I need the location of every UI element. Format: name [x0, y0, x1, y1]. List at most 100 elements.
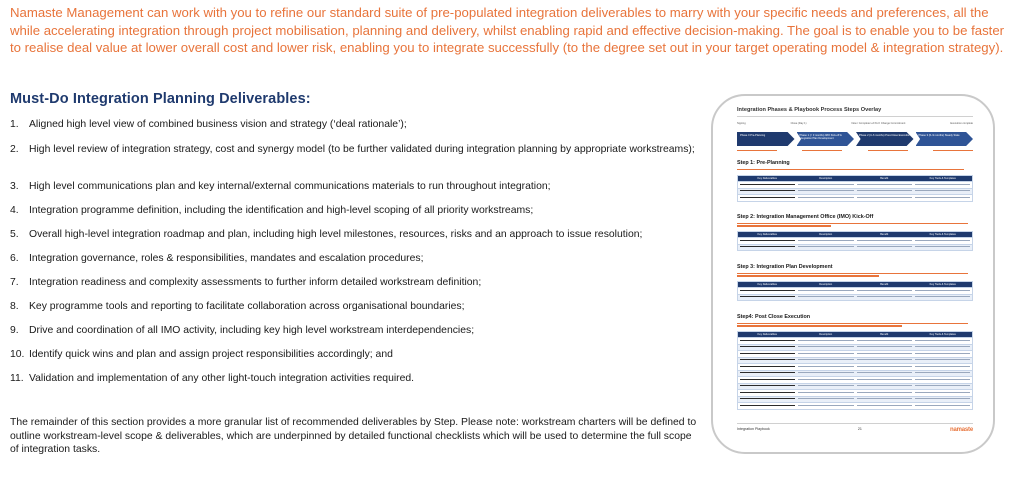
table-header-cell: Benefit	[880, 283, 889, 286]
page-number: 21	[857, 427, 862, 431]
list-item-number: 2.	[10, 144, 19, 155]
table-header-cell: Description	[819, 177, 833, 180]
list-item: 3.High level communications plan and key…	[10, 180, 700, 193]
step-description	[737, 223, 973, 227]
deliverables-table: Key Deliverables Description Benefit Key…	[737, 175, 973, 202]
list-item-text: Drive and coordination of all IMO activi…	[29, 325, 475, 336]
list-item-text: Aligned high level view of combined busi…	[29, 119, 407, 130]
table-row	[738, 293, 972, 300]
table-header-cell: Benefit	[880, 233, 889, 236]
table-row	[738, 389, 972, 396]
table-header: Key Deliverables Description Benefit Key…	[738, 176, 972, 181]
list-item-text: Validation and implementation of any oth…	[29, 373, 415, 384]
playbook-page: Integration Phases & Playbook Process St…	[731, 102, 977, 444]
list-item-number: 6.	[10, 253, 19, 264]
remainder-paragraph: The remainder of this section provides a…	[10, 417, 697, 456]
milestone-label: New / Complete Lvl Perf. Change Commitme…	[851, 122, 906, 125]
table-header: Key Deliverables Description Benefit Key…	[738, 282, 972, 287]
page-footer: Integration Playbook 21 namaste	[737, 427, 973, 433]
step-heading: Step 1: Pre-Planning	[737, 160, 790, 166]
phase-notes	[737, 149, 973, 153]
list-item: 6. Integration governance, roles & respon…	[10, 252, 700, 265]
list-item-number: 11.	[10, 373, 24, 384]
table-header-cell: Key Tools & Templates	[929, 333, 956, 336]
namaste-logo: namaste	[950, 427, 973, 433]
list-item-number: 10.	[10, 349, 25, 360]
divider	[737, 116, 973, 117]
table-header-cell: Description	[819, 333, 833, 336]
list-item: 7. Integration readiness and complexity a…	[10, 276, 700, 289]
step-description	[737, 273, 973, 277]
thumbnail-title: Integration Phases & Playbook Process St…	[737, 107, 882, 113]
list-item-text: High level communications plan and key i…	[29, 181, 551, 192]
step-description	[737, 323, 973, 327]
table-row	[738, 382, 972, 389]
table-row	[738, 337, 972, 344]
step-description	[737, 169, 973, 173]
list-item: 9. Drive and coordination of all IMO acti…	[10, 324, 700, 337]
list-item-text: Overall high-level integration roadmap a…	[29, 229, 643, 240]
phase-chevron: Phase 3 (6–9 months) Steady State	[915, 132, 973, 146]
table-row	[738, 395, 972, 402]
deliverables-table: Key Deliverables Description Benefit Key…	[737, 281, 973, 301]
table-header-cell: Key Deliverables	[757, 233, 777, 236]
list-item-number: 8.	[10, 301, 19, 312]
table-row	[738, 181, 972, 188]
list-item-number: 5.	[10, 229, 19, 240]
list-item: 10. Identify quick wins and plan and assi…	[10, 348, 700, 361]
milestone-labels: Signing Close (Day 1) New / Complete Lvl…	[737, 122, 973, 125]
list-item-number: 7.	[10, 277, 19, 288]
table-row	[738, 243, 972, 250]
table-row	[738, 356, 972, 363]
list-item: 5. Overall high-level integration roadmap…	[10, 228, 700, 241]
list-item-text: Integration governance, roles & responsi…	[29, 253, 424, 264]
footer-title: Integration Playbook	[737, 427, 770, 431]
table-row	[738, 194, 972, 201]
table-header-cell: Description	[819, 233, 833, 236]
table-row	[738, 363, 972, 370]
list-item: 11. Validation and implementation of any …	[10, 372, 700, 385]
step-heading: Step 3: Integration Plan Development	[737, 264, 833, 270]
list-item-number: 9.	[10, 325, 19, 336]
table-row	[738, 343, 972, 350]
table-row	[738, 376, 972, 383]
table-header: Key Deliverables Description Benefit Key…	[738, 332, 972, 337]
deliverables-table: Key Deliverables Description Benefit Key…	[737, 231, 973, 251]
list-item-text: Integration programme definition, includ…	[29, 205, 534, 216]
table-row	[738, 287, 972, 294]
table-header-cell: Key Tools & Templates	[929, 283, 956, 286]
deliverables-table: Key Deliverables Description Benefit Key…	[737, 331, 973, 410]
table-row	[738, 237, 972, 244]
step-heading: Step4: Post Close Execution	[737, 314, 811, 320]
list-item: 2. High level review of integration strat…	[10, 143, 700, 156]
playbook-page-thumbnail: Integration Phases & Playbook Process St…	[711, 94, 995, 454]
divider	[737, 423, 973, 424]
list-item: 8. Key programme tools and reporting to f…	[10, 300, 700, 313]
table-row	[738, 402, 972, 409]
table-header-cell: Benefit	[880, 333, 889, 336]
milestone-label: Signing	[737, 122, 746, 125]
table-header-cell: Key Tools & Templates	[929, 177, 956, 180]
table-header-cell: Key Deliverables	[757, 333, 777, 336]
milestone-label: Close (Day 1)	[790, 122, 807, 125]
phase-chevron: Phase 1 (< 3 months) IMO Kick-off & Inte…	[796, 132, 854, 146]
list-item-text: High level review of integration strateg…	[29, 144, 695, 155]
table-header-cell: Description	[819, 283, 833, 286]
list-item-text: Key programme tools and reporting to fac…	[29, 301, 465, 312]
table-header-cell: Key Deliverables	[757, 177, 777, 180]
step-heading: Step 2: Integration Management Office (I…	[737, 214, 874, 220]
milestone-label: Execution complete	[950, 122, 973, 125]
table-header-cell: Key Tools & Templates	[929, 233, 956, 236]
phase-chevron: Phase 0 Pre-Planning	[737, 132, 795, 146]
list-item-text: Identify quick wins and plan and assign …	[29, 349, 393, 360]
phase-chevrons: Phase 0 Pre-Planning Phase 1 (< 3 months…	[737, 132, 973, 146]
table-row	[738, 350, 972, 357]
table-row	[738, 187, 972, 194]
list-item-number: 1.	[10, 119, 19, 130]
list-item: 4.Integration programme definition, incl…	[10, 204, 700, 217]
table-header: Key Deliverables Description Benefit Key…	[738, 232, 972, 237]
table-row	[738, 369, 972, 376]
list-item: 1. Aligned high level view of combined bu…	[10, 118, 700, 131]
list-item-text: Integration readiness and complexity ass…	[29, 277, 482, 288]
table-header-cell: Benefit	[880, 177, 889, 180]
